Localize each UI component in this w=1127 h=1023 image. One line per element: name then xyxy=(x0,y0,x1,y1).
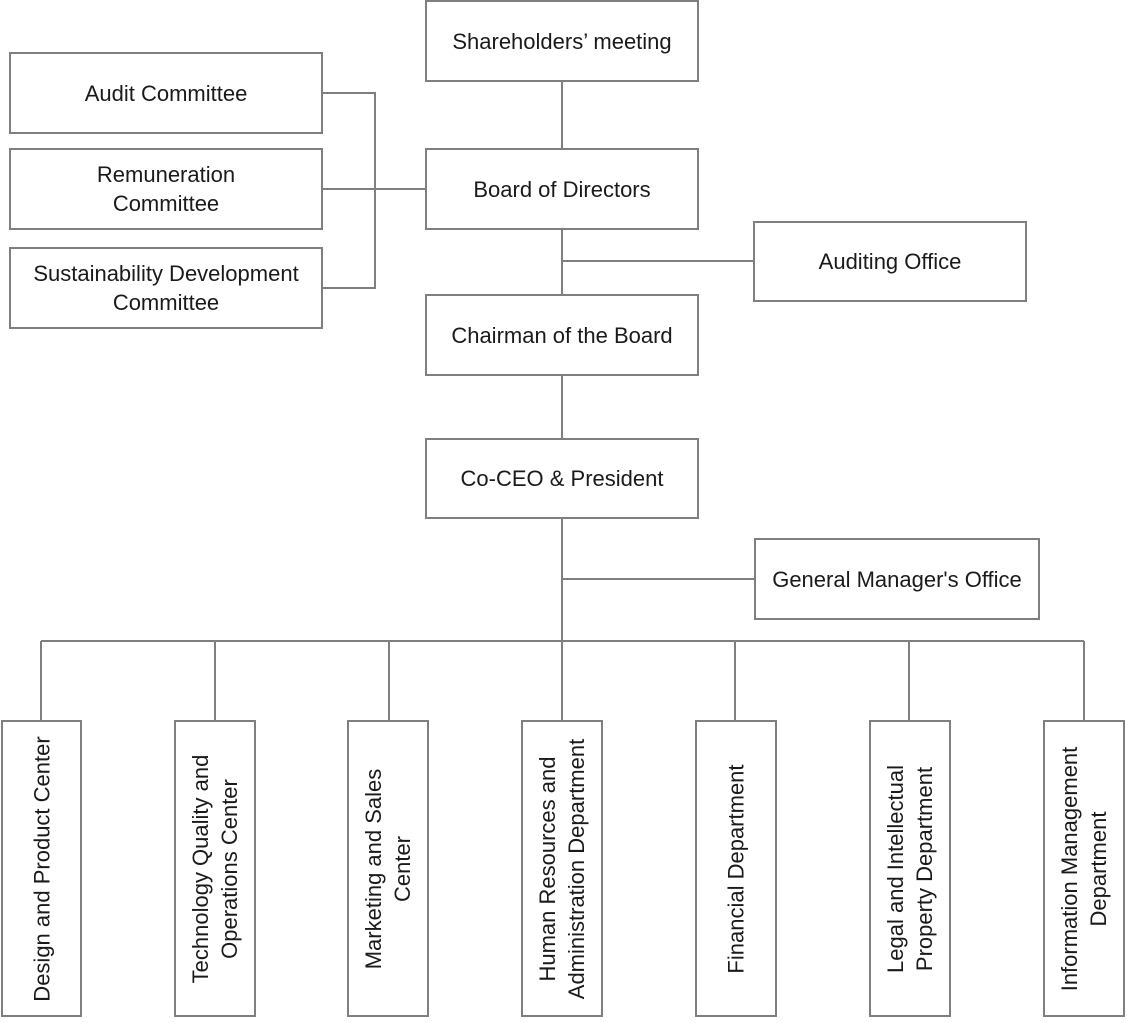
sustainability-committee-box: Sustainability Development Committee xyxy=(9,247,323,329)
department-box: Technology Quality and Operations Center xyxy=(174,720,256,1017)
connector-committees-bracket xyxy=(320,92,376,289)
board-of-directors-box: Board of Directors xyxy=(425,148,699,230)
co-ceo-label: Co-CEO & President xyxy=(460,466,664,491)
general-managers-office-label: General Manager's Office xyxy=(772,566,1022,592)
department-label: Financial Department xyxy=(723,763,749,974)
general-managers-office-box: General Manager's Office xyxy=(754,538,1040,620)
department-label: Design and Product Center xyxy=(29,735,54,1002)
auditing-office-label: Auditing Office xyxy=(818,249,962,274)
shareholders-meeting-box: Shareholders’ meeting xyxy=(425,0,699,82)
audit-committee-box: Audit Committee xyxy=(9,52,323,134)
department-box: Information Management Department xyxy=(1043,720,1125,1017)
department-box: Design and Product Center xyxy=(1,720,82,1017)
department-box: Legal and Intellectual Property Departme… xyxy=(869,720,951,1017)
department-box: Financial Department xyxy=(695,720,777,1017)
remuneration-committee-label: Remuneration Committee xyxy=(96,162,236,216)
department-box: Marketing and Sales Center xyxy=(347,720,429,1017)
department-label: Marketing and Sales Center xyxy=(361,768,415,969)
audit-committee-label: Audit Committee xyxy=(84,80,248,106)
chairman-label: Chairman of the Board xyxy=(451,322,673,348)
remuneration-committee-box: Remuneration Committee xyxy=(9,148,323,230)
co-ceo-box: Co-CEO & President xyxy=(425,438,699,519)
department-label: Technology Quality and Operations Center xyxy=(188,754,242,983)
shareholders-meeting-label: Shareholders’ meeting xyxy=(452,28,672,54)
department-label: Legal and Intellectual Property Departme… xyxy=(883,764,937,973)
chairman-box: Chairman of the Board xyxy=(425,294,699,376)
board-of-directors-label: Board of Directors xyxy=(473,176,651,202)
department-label: Human Resources and Administration Depar… xyxy=(535,738,589,999)
department-box: Human Resources and Administration Depar… xyxy=(521,720,603,1017)
sustainability-committee-label: Sustainability Development Committee xyxy=(33,261,299,315)
auditing-office-box: Auditing Office xyxy=(753,221,1027,302)
department-label: Information Management Department xyxy=(1057,746,1111,991)
